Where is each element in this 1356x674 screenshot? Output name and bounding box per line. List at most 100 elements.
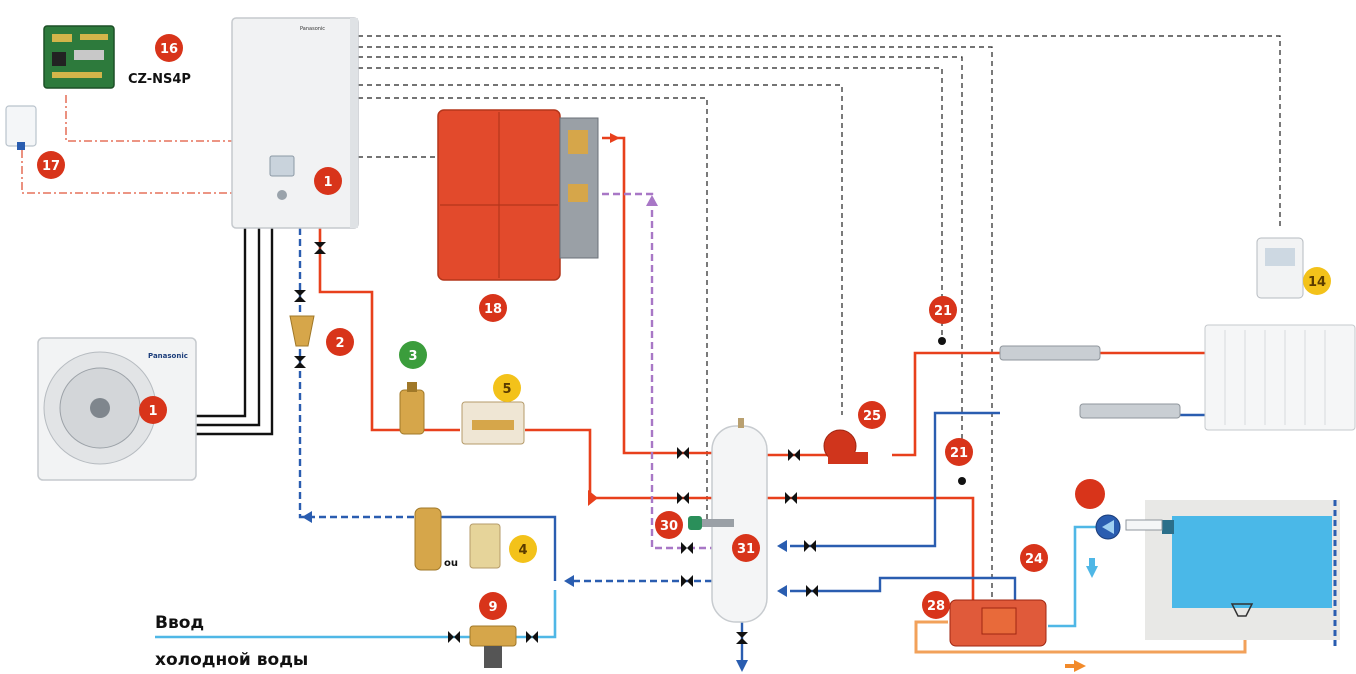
valve-drain bbox=[736, 632, 748, 644]
valve-tank-in-3 bbox=[681, 542, 693, 554]
badge-filter: 2 bbox=[326, 328, 354, 356]
circulator bbox=[824, 430, 868, 464]
badge-sensor-upper: 21 bbox=[929, 296, 957, 324]
flow-arrow-pool-return bbox=[777, 585, 787, 597]
svg-text:3: 3 bbox=[408, 349, 417, 364]
svg-text:30: 30 bbox=[660, 519, 678, 534]
svg-text:21: 21 bbox=[934, 304, 952, 319]
valve-tank-in-2 bbox=[677, 492, 689, 504]
valve-tank-out-3 bbox=[804, 540, 816, 552]
pcb-model-label: CZ-NS4P bbox=[128, 72, 191, 87]
outdoor-unit-brand: Panasonic bbox=[148, 352, 188, 360]
return-line-pool bbox=[790, 578, 1015, 600]
badge-hydrokit: 1 bbox=[314, 167, 342, 195]
pool-flow-arrow-tail bbox=[1089, 558, 1095, 567]
valve-mains-2 bbox=[526, 631, 538, 643]
svg-text:1: 1 bbox=[323, 175, 332, 190]
badge-sludge-separator: 4 bbox=[509, 535, 537, 563]
svg-text:16: 16 bbox=[160, 42, 178, 57]
return-line-hydrokit bbox=[300, 228, 415, 517]
hot-line-pool-hx bbox=[767, 498, 973, 600]
badge-buffer-tank: 31 bbox=[732, 534, 760, 562]
pcb-connection-line bbox=[66, 95, 232, 141]
badge-mains-valve: 9 bbox=[479, 592, 507, 620]
flow-arrow-radiator-return bbox=[777, 540, 787, 552]
temperature-sensor-upper bbox=[938, 337, 946, 345]
svg-text:17: 17 bbox=[42, 159, 60, 174]
hydrokit-unit: Panasonic bbox=[232, 18, 358, 228]
cold-water-inlet-label-1: Ввод bbox=[155, 613, 204, 633]
flow-switch bbox=[462, 402, 524, 444]
valve-tank-in-1 bbox=[677, 447, 689, 459]
svg-text:2: 2 bbox=[335, 336, 344, 351]
badge-remote-sensor: 17 bbox=[37, 151, 65, 179]
badge-outdoor-unit: 1 bbox=[139, 396, 167, 424]
svg-text:31: 31 bbox=[737, 542, 755, 557]
svg-text:9: 9 bbox=[488, 600, 497, 615]
valve-tank-out-4 bbox=[806, 585, 818, 597]
badge-degasser: 3 bbox=[399, 341, 427, 369]
badge-electric-heater: 30 bbox=[655, 511, 683, 539]
badge-boiler: 18 bbox=[479, 294, 507, 322]
badge-pool-pump: 28 bbox=[922, 591, 950, 619]
valve-tank-in-4 bbox=[681, 575, 693, 587]
svg-text:1: 1 bbox=[148, 404, 157, 419]
svg-text:24: 24 bbox=[1025, 552, 1043, 567]
valve-mains-1 bbox=[448, 631, 460, 643]
swimming-pool bbox=[1145, 500, 1340, 648]
flow-arrow-tank bbox=[588, 490, 598, 506]
valve-hydrokit-out bbox=[314, 242, 326, 254]
badge-sensor-lower: 21 bbox=[945, 438, 973, 466]
signal-line-circulator bbox=[358, 85, 842, 415]
outdoor-unit-connections bbox=[195, 228, 272, 434]
flow-arrow-boiler-loop bbox=[646, 195, 658, 206]
boiler bbox=[438, 110, 598, 280]
badge-pcb-board: 16 bbox=[155, 34, 183, 62]
svg-text:5: 5 bbox=[502, 382, 511, 397]
y-filter bbox=[290, 316, 314, 346]
valve-filter-top bbox=[294, 290, 306, 302]
refrigerant-line-1 bbox=[195, 228, 245, 416]
manifold-return bbox=[1080, 404, 1180, 418]
hot-line-boiler-out bbox=[602, 138, 712, 453]
badge-room-thermostat: 14 bbox=[1303, 267, 1331, 295]
valve-tank-out-2 bbox=[785, 492, 797, 504]
pool-pump-marker bbox=[1075, 479, 1105, 509]
svg-text:18: 18 bbox=[484, 302, 502, 317]
valve-filter-bottom bbox=[294, 356, 306, 368]
room-thermostat bbox=[1257, 238, 1303, 298]
boiler-return-line bbox=[602, 194, 712, 548]
svg-text:25: 25 bbox=[863, 409, 881, 424]
hydrokit-knob bbox=[277, 190, 287, 200]
radiator bbox=[1205, 325, 1355, 430]
boiler-return-loop bbox=[602, 194, 712, 548]
flow-arrow-drain bbox=[736, 660, 748, 672]
refrigerant-line-2 bbox=[195, 228, 259, 425]
badge-flow-switch: 5 bbox=[493, 374, 521, 402]
remote-sensor bbox=[6, 106, 36, 150]
temperature-sensor-lower bbox=[958, 477, 966, 485]
pcb-board bbox=[44, 26, 114, 88]
or-label: ou bbox=[444, 558, 458, 569]
svg-text:4: 4 bbox=[518, 543, 527, 558]
flow-arrow-hydrokit bbox=[302, 511, 312, 523]
manifold-supply bbox=[1000, 346, 1100, 360]
svg-text:28: 28 bbox=[927, 599, 945, 614]
hot-line-to-tank bbox=[525, 430, 712, 498]
return-line-radiator-down bbox=[790, 413, 1000, 546]
degasser bbox=[400, 382, 424, 434]
mains-valve bbox=[470, 626, 516, 668]
svg-text:21: 21 bbox=[950, 446, 968, 461]
flow-arrow-tank-return bbox=[564, 575, 574, 587]
hydrokit-display bbox=[270, 156, 294, 176]
flow-arrow-boiler bbox=[610, 133, 620, 143]
badge-circulator: 25 bbox=[858, 401, 886, 429]
pool-flow-arrow bbox=[1086, 566, 1098, 578]
valve-tank-out-1 bbox=[788, 449, 800, 461]
svg-text:14: 14 bbox=[1308, 275, 1326, 290]
cold-water-inlet-label-2: холодной воды bbox=[155, 650, 308, 670]
flow-arrow-pool-loop-tail bbox=[1065, 664, 1075, 668]
refrigerant-line-3 bbox=[195, 228, 272, 434]
badge-pool-heat-exchanger: 24 bbox=[1020, 544, 1048, 572]
